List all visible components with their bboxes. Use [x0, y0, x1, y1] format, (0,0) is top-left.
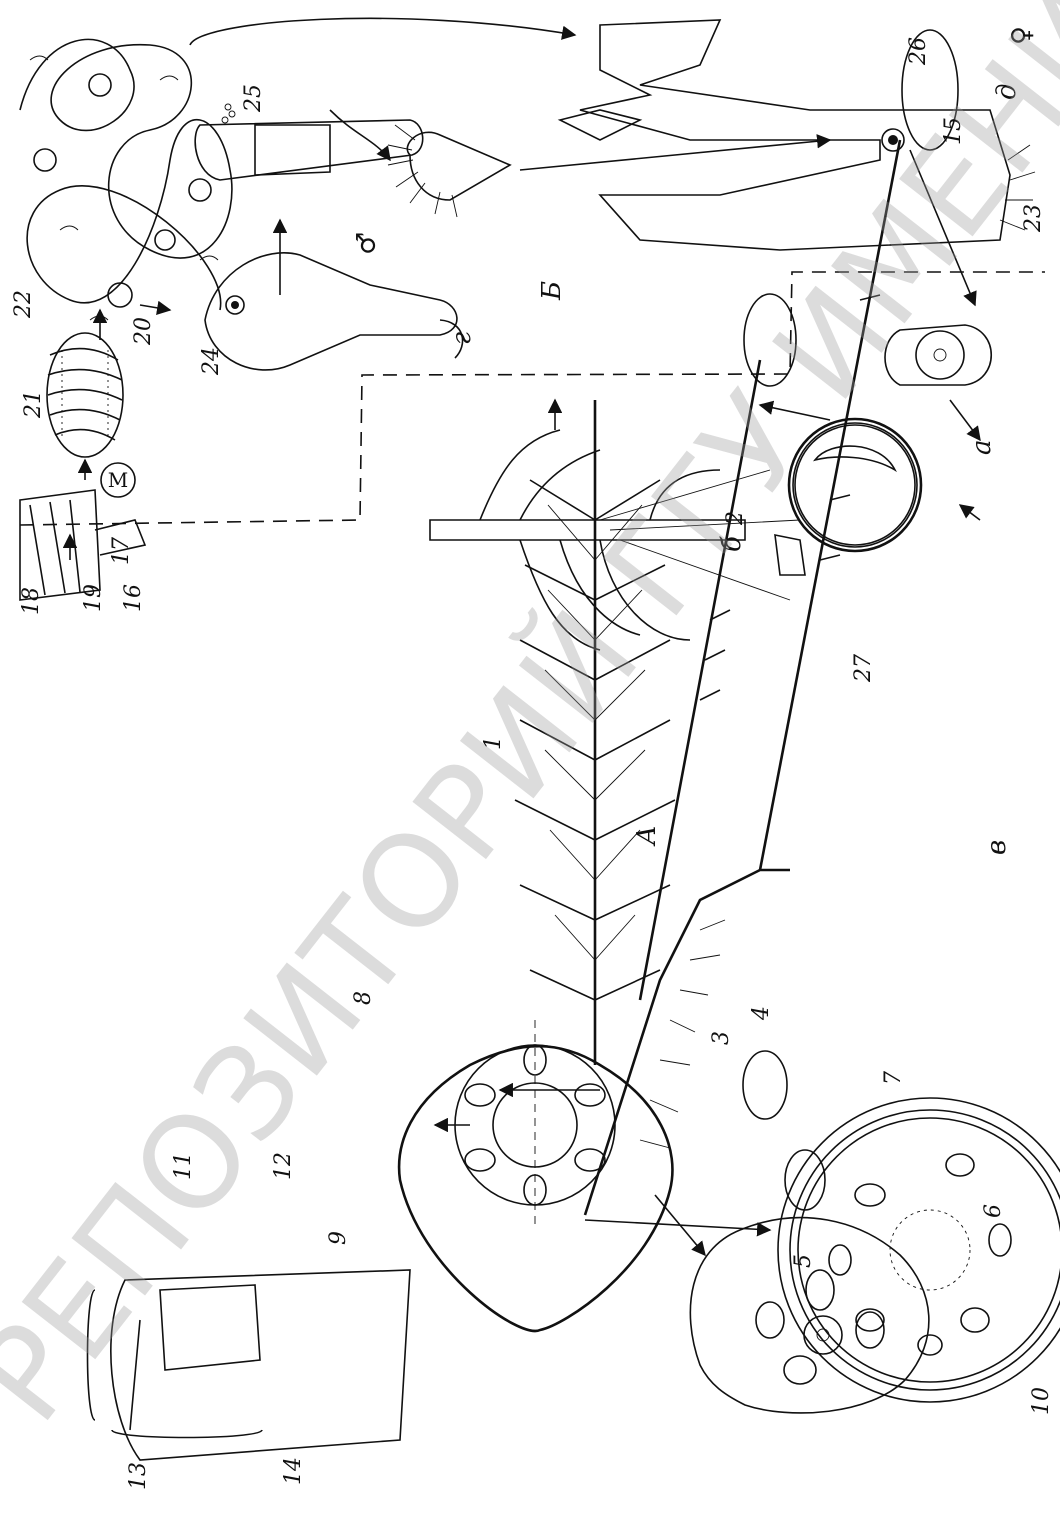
label-13: 13 [126, 1462, 151, 1490]
label-section-g: г [447, 332, 477, 345]
label-17: 17 [109, 537, 134, 565]
label-3: 3 [709, 1031, 734, 1045]
meiosis-letter: M [108, 468, 128, 492]
label-6: 6 [981, 1204, 1006, 1218]
label-21: 21 [21, 390, 46, 419]
label-18: 18 [19, 587, 44, 615]
label-14: 14 [281, 1457, 306, 1485]
label-9: 9 [326, 1231, 351, 1245]
label-7: 7 [881, 1071, 906, 1085]
label-20: 20 [131, 317, 156, 346]
label-24: 24 [199, 347, 224, 376]
young-gametophyte [205, 253, 463, 370]
label-5: 5 [791, 1254, 816, 1268]
label-section-B: Б [537, 281, 567, 301]
coiled-spore [47, 333, 123, 457]
male-symbol: ♂ [352, 232, 382, 255]
label-16: 16 [121, 584, 146, 612]
label-10: 10 [1029, 1387, 1054, 1415]
label-section-A: А [632, 825, 662, 847]
spermatozoid [388, 125, 510, 217]
label-26: 26 [906, 37, 931, 66]
spore-with-elaters [20, 39, 232, 320]
rhizome-cross-section [778, 1098, 1060, 1402]
label-25: 25 [241, 84, 266, 113]
label-27: 27 [851, 654, 876, 683]
label-section-a: а [967, 439, 997, 455]
label-4: 4 [749, 1006, 774, 1021]
label-section-v: в [982, 840, 1012, 855]
label-19: 19 [81, 584, 106, 612]
label-22: 22 [11, 290, 36, 319]
meiosis-symbol: M [101, 463, 135, 497]
watermark: РЕПОЗИТОРИЙ ГГУ ИМЕНИ Ф.С [0, 0, 1060, 1449]
